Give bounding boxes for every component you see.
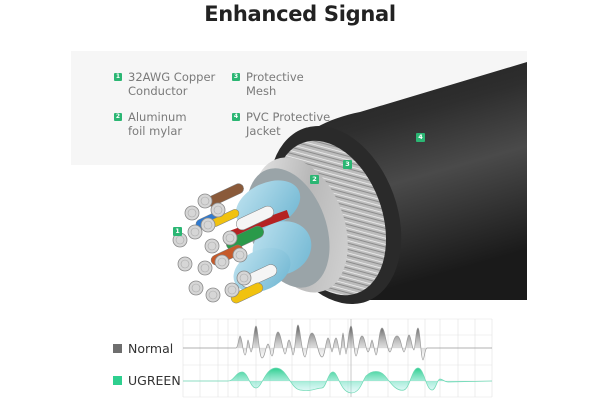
callout-1: 1 — [173, 227, 182, 236]
badge-2: 2 — [114, 113, 122, 121]
callout-2: 2 — [310, 175, 319, 184]
badge-4: 4 — [232, 113, 240, 121]
ugreen-label-text: UGREEN — [128, 373, 181, 388]
legend-item-mesh: 3 Protective Mesh — [232, 70, 304, 98]
legend-item-conductor: 1 32AWG Copper Conductor — [114, 70, 215, 98]
legend-item-jacket: 4 PVC Protective Jacket — [232, 110, 330, 138]
badge-3: 3 — [232, 73, 240, 81]
callout-4: 4 — [416, 133, 425, 142]
callout-3: 3 — [343, 160, 352, 169]
legend-text-conductor: 32AWG Copper Conductor — [128, 70, 216, 98]
normal-label-text: Normal — [128, 341, 174, 356]
legend-item-foil: 2 Aluminum foil mylar — [114, 110, 187, 138]
legend-text-foil: Aluminum foil mylar — [128, 110, 187, 138]
page-title: Enhanced Signal — [204, 2, 396, 26]
normal-label: Normal — [113, 341, 173, 356]
ugreen-label: UGREEN — [113, 373, 181, 388]
normal-swatch — [113, 344, 122, 353]
ugreen-swatch — [113, 376, 122, 385]
badge-1: 1 — [114, 73, 122, 81]
legend-text-mesh: Protective Mesh — [246, 70, 304, 98]
legend-text-jacket: PVC Protective Jacket — [246, 110, 331, 138]
